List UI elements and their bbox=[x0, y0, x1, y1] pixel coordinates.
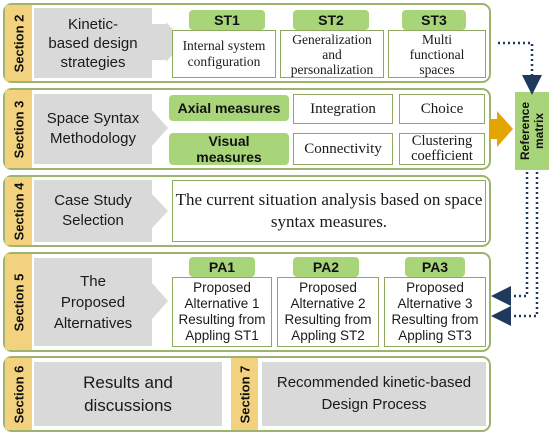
st2-label: ST2 bbox=[293, 10, 369, 30]
section-4-tag: Section 4 bbox=[5, 177, 32, 245]
reference-arrow-head bbox=[497, 111, 513, 147]
connector-matrix-to-pa3-b bbox=[491, 172, 539, 326]
section-7-tag: Section 7 bbox=[231, 358, 258, 430]
section-2-tag: Section 2 bbox=[5, 5, 32, 81]
integration-box: Integration bbox=[293, 94, 393, 124]
connector-st3-to-matrix bbox=[498, 41, 542, 95]
reference-matrix-box: Reference matrix bbox=[515, 92, 549, 170]
section-5-arrow bbox=[152, 283, 168, 319]
reference-matrix-line-1: Reference bbox=[518, 101, 532, 161]
reference-arrow-shaft bbox=[490, 119, 498, 139]
reference-matrix-line-2: matrix bbox=[532, 112, 546, 150]
section-3-tag: Section 3 bbox=[5, 90, 32, 168]
section-3-arrow bbox=[152, 110, 168, 146]
choice-box: Choice bbox=[399, 94, 485, 124]
analysis-box: The current situation analysis based on … bbox=[172, 180, 486, 242]
pa2-label: PA2 bbox=[293, 257, 359, 277]
st3-label: ST3 bbox=[402, 10, 466, 30]
section-6-tag: Section 6 bbox=[5, 358, 32, 430]
pa1-label: PA1 bbox=[189, 257, 255, 277]
section-5-tag: Section 5 bbox=[5, 254, 32, 350]
section-2-arrow bbox=[152, 24, 166, 60]
axial-measures-label: Axial measures bbox=[169, 95, 289, 121]
pa3-label: PA3 bbox=[405, 257, 465, 277]
connectivity-box: Connectivity bbox=[293, 133, 393, 165]
connector-matrix-to-pa3-a bbox=[491, 172, 529, 306]
st1-label: ST1 bbox=[189, 10, 265, 30]
section-4-arrow bbox=[152, 194, 168, 228]
